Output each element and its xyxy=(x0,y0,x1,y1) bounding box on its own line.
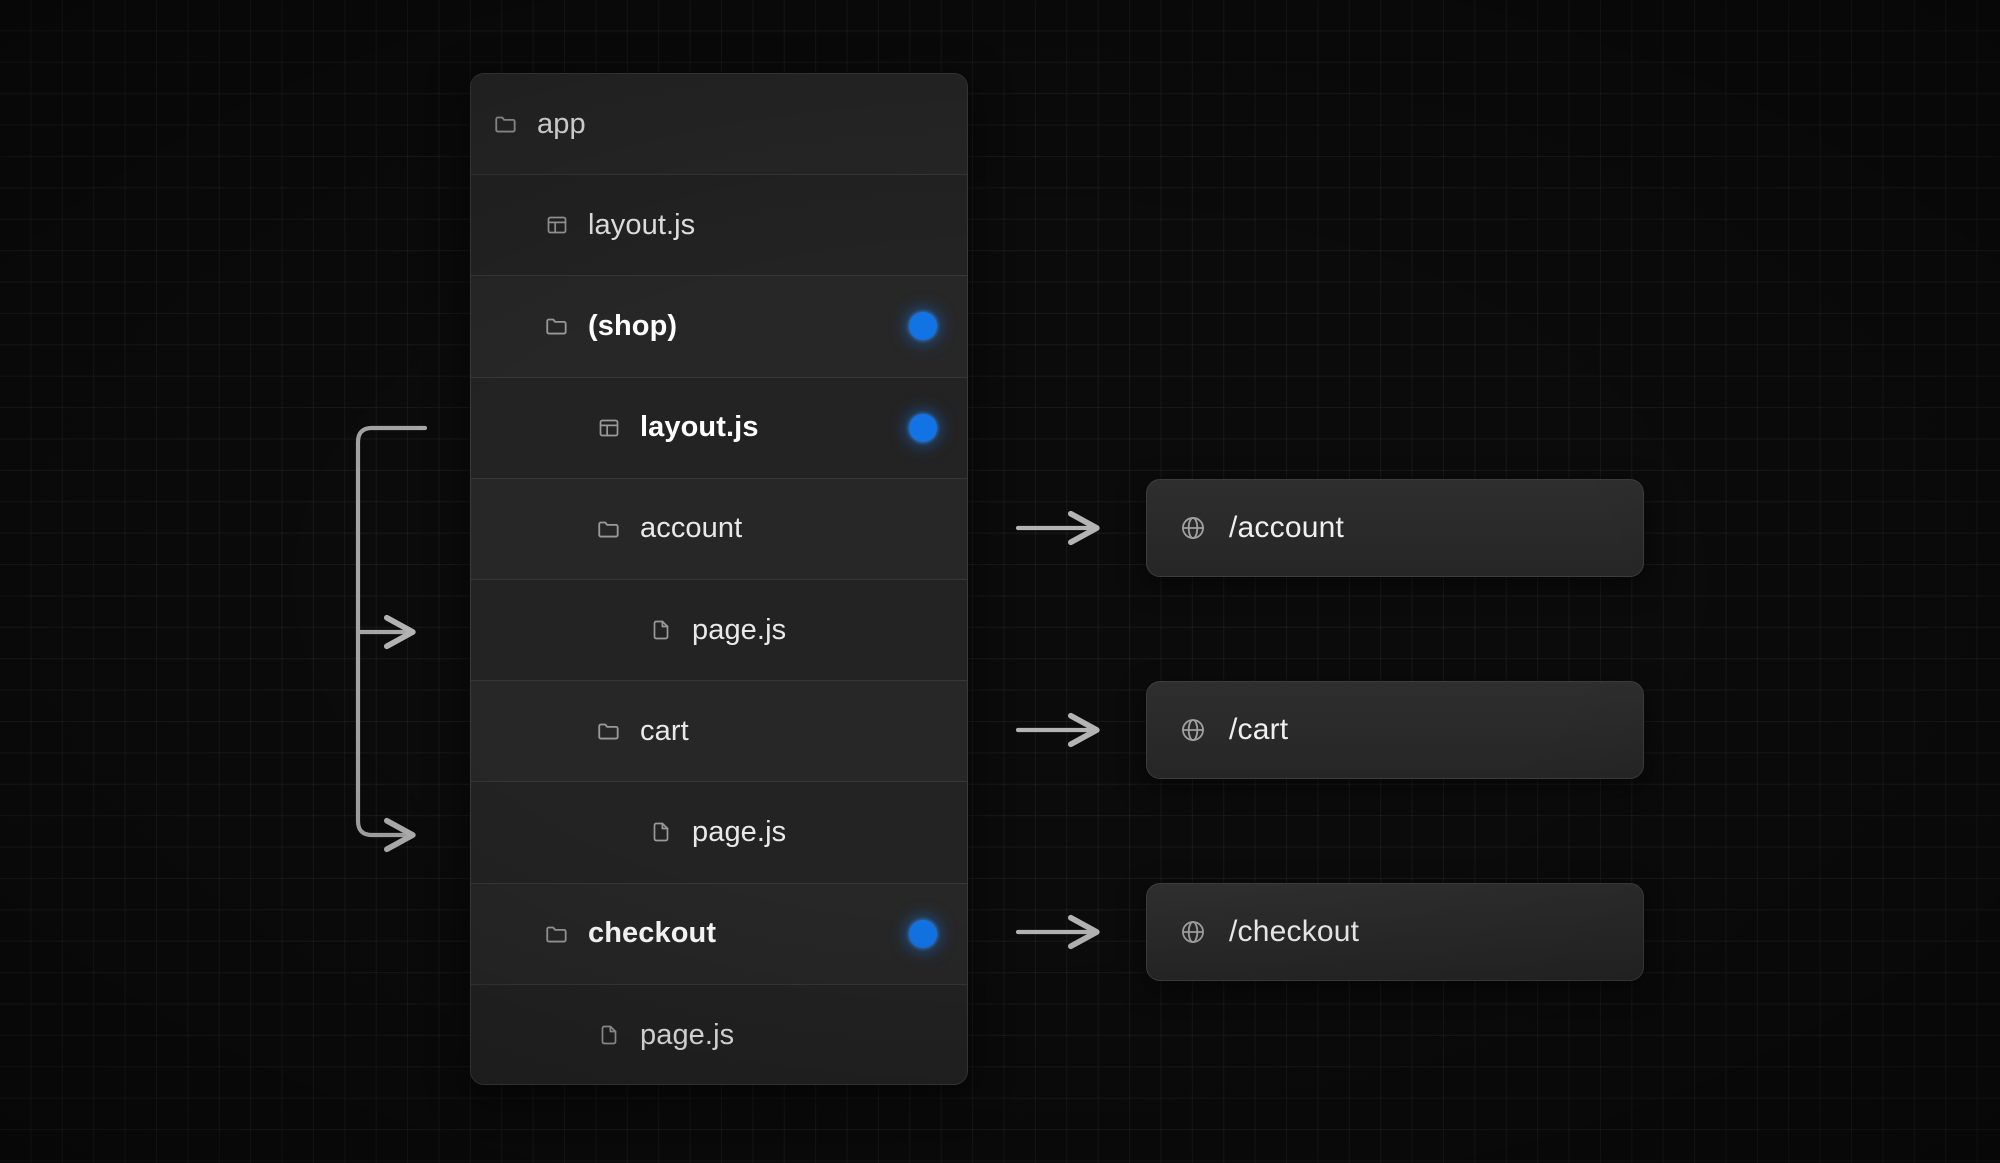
globe-icon xyxy=(1179,514,1207,542)
tree-row-label: page.js xyxy=(692,613,787,646)
folder-icon xyxy=(596,516,622,542)
status-dot xyxy=(909,413,937,442)
file-icon xyxy=(596,1022,622,1048)
tree-row[interactable]: page.js xyxy=(471,984,967,1084)
tree-row-label: layout.js xyxy=(640,411,759,444)
tree-row-label: layout.js xyxy=(588,208,696,241)
tree-row-label: page.js xyxy=(692,815,787,848)
tree-row[interactable]: app xyxy=(471,74,967,176)
tree-row-label: page.js xyxy=(640,1018,735,1051)
route-label: /account xyxy=(1229,511,1345,544)
tree-row[interactable]: page.js xyxy=(471,579,967,682)
file-icon xyxy=(648,617,674,643)
route-card-checkout[interactable]: /checkout xyxy=(1146,883,1644,981)
status-dot xyxy=(909,919,937,948)
tree-row-label: cart xyxy=(640,714,689,747)
route-label: /checkout xyxy=(1229,915,1360,948)
globe-icon xyxy=(1179,716,1207,744)
file-tree-panel: app layout.js (shop) layout.js account xyxy=(470,73,968,1085)
route-card-cart[interactable]: /cart xyxy=(1146,681,1644,779)
tree-row-label: (shop) xyxy=(588,309,678,342)
layout-icon xyxy=(596,415,622,441)
tree-row-label: account xyxy=(640,512,743,545)
tree-row[interactable]: layout.js xyxy=(471,175,967,277)
folder-icon xyxy=(544,313,570,339)
tree-row-label: app xyxy=(537,107,586,140)
route-card-account[interactable]: /account xyxy=(1146,479,1644,577)
tree-row[interactable]: page.js xyxy=(471,782,967,884)
folder-icon xyxy=(544,921,570,947)
folder-icon xyxy=(493,111,519,137)
route-label: /cart xyxy=(1229,713,1289,746)
tree-row[interactable]: account xyxy=(471,478,967,580)
tree-row[interactable]: (shop) xyxy=(471,276,967,378)
tree-row[interactable]: checkout xyxy=(471,883,967,985)
tree-row-label: checkout xyxy=(588,917,717,950)
globe-icon xyxy=(1179,918,1207,946)
file-icon xyxy=(648,819,674,845)
folder-icon xyxy=(596,718,622,744)
status-dot xyxy=(909,312,937,341)
tree-row[interactable]: layout.js xyxy=(471,377,967,479)
layout-icon xyxy=(544,212,570,238)
tree-row[interactable]: cart xyxy=(471,681,967,783)
